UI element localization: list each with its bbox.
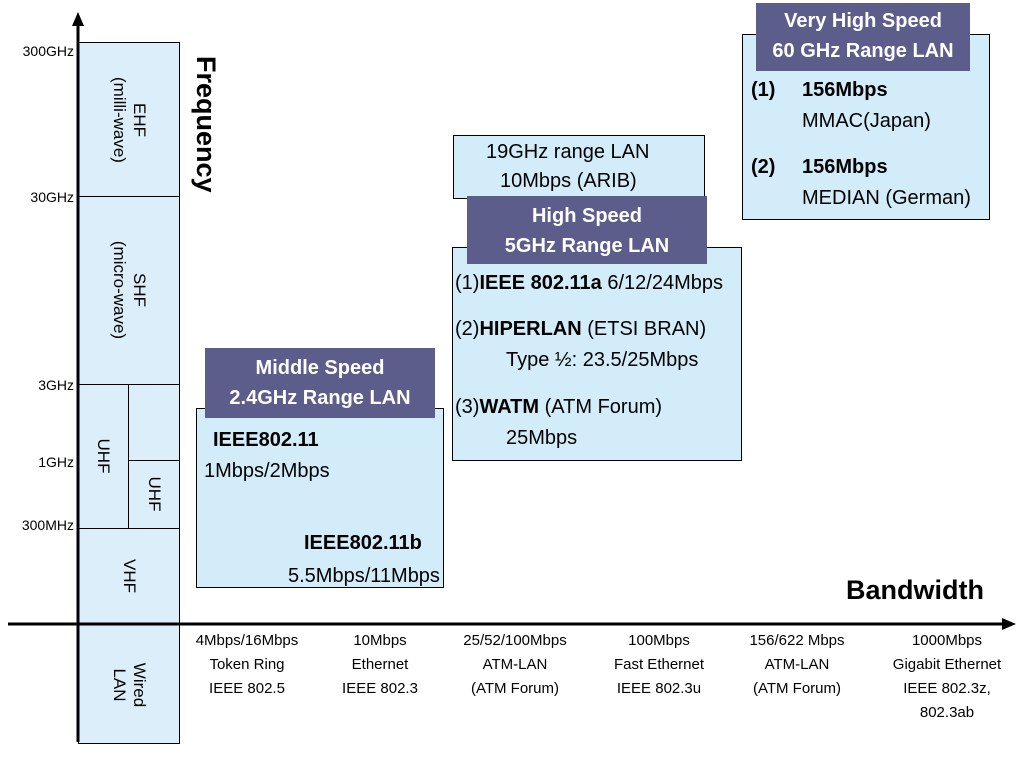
y-axis-arrow xyxy=(72,12,84,26)
high-item-2-detail: Type ½: 23.5/25Mbps xyxy=(506,349,699,371)
high-header-line1: High Speed xyxy=(531,205,642,227)
lan-19ghz-line2: 10Mbps (ARIB) xyxy=(500,170,637,192)
freq-tick: 300GHz xyxy=(22,43,74,59)
very-high-item-2-num: (2) xyxy=(751,156,776,178)
very-high-item-1-name: MMAC(Japan) xyxy=(802,110,931,132)
ieee80211b-rate: 5.5Mbps/11Mbps xyxy=(288,565,440,587)
freq-tick-labels: 300GHz 30GHz 3GHz 1GHz 300MHz xyxy=(0,0,74,768)
high-speed-header: High Speed 5GHz Range LAN xyxy=(467,196,707,264)
very-high-item-2-rate: 156Mbps xyxy=(802,156,888,178)
uhf-divider-vertical xyxy=(128,384,129,529)
band-ehf xyxy=(78,42,180,197)
high-item-3: (3)WATM (ATM Forum) xyxy=(455,396,663,418)
very-high-item-1-num: (1) xyxy=(751,79,776,101)
ieee80211b-title: IEEE802.11b xyxy=(304,532,422,554)
freq-tick: 3GHz xyxy=(38,377,74,393)
high-item-3-detail: 25Mbps xyxy=(506,427,578,449)
ieee80211-title: IEEE802.11 xyxy=(213,429,319,451)
middle-speed-header: Middle Speed 2.4GHz Range LAN xyxy=(205,348,435,418)
high-speed-box xyxy=(452,247,742,461)
x-axis-arrow xyxy=(1002,618,1016,630)
freq-tick: 1GHz xyxy=(38,454,74,470)
very-high-item-1-rate: 156Mbps xyxy=(802,79,888,101)
very-high-header-line1: Very High Speed xyxy=(784,10,942,32)
very-high-item-2-name: MEDIAN (German) xyxy=(802,187,971,209)
freq-tick: 30GHz xyxy=(30,189,74,205)
lan-19ghz-line1: 19GHz range LAN xyxy=(486,141,650,163)
uhf-divider-horizontal xyxy=(128,460,180,461)
high-header-line2: 5GHz Range LAN xyxy=(504,235,670,257)
middle-header-line1: Middle Speed xyxy=(255,357,385,379)
very-high-header-line2: 60 GHz Range LAN xyxy=(772,40,954,62)
lan-19ghz-box xyxy=(453,135,705,199)
high-item-1: (1)IEEE 802.11a 6/12/24Mbps xyxy=(455,272,723,294)
y-axis-title: Frequency xyxy=(191,56,221,193)
band-wired xyxy=(78,624,180,744)
middle-header-line2: 2.4GHz Range LAN xyxy=(229,387,411,409)
band-shf xyxy=(78,196,180,385)
x-axis-title: Bandwidth xyxy=(846,575,984,605)
freq-tick: 300MHz xyxy=(21,517,74,533)
high-item-2: (2)HIPERLAN (ETSI BRAN) xyxy=(455,318,707,340)
very-high-speed-header: Very High Speed 60 GHz Range LAN xyxy=(756,3,970,71)
ieee80211-rate: 1Mbps/2Mbps xyxy=(204,460,330,482)
